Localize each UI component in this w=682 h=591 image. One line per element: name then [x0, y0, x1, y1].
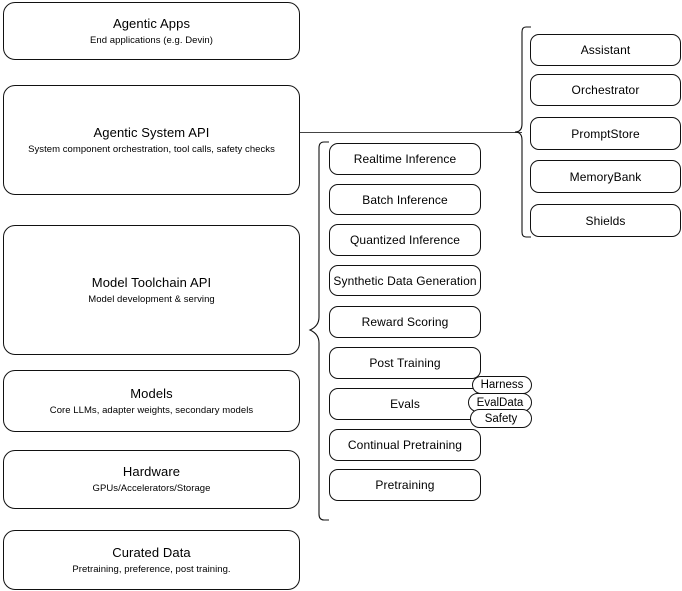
layer-title: Model Toolchain API — [91, 274, 212, 290]
brace-toolchain-capabilities — [308, 141, 329, 521]
layer-box-hardware[interactable]: Hardware GPUs/Accelerators/Storage — [3, 450, 300, 509]
capability-box-pretraining[interactable]: Pretraining — [329, 469, 481, 501]
capability-box-post-training[interactable]: Post Training — [329, 347, 481, 379]
layer-subtitle: Pretraining, preference, post training. — [72, 563, 231, 575]
component-label: Shields — [585, 213, 626, 228]
connector-agentic-system-to-components — [300, 132, 522, 133]
brace-agentic-components — [514, 26, 531, 238]
capability-label: Quantized Inference — [350, 233, 460, 247]
capability-label: Synthetic Data Generation — [333, 273, 477, 288]
component-box-orchestrator[interactable]: Orchestrator — [530, 74, 681, 106]
evals-tag-evaldata[interactable]: EvalData — [468, 393, 532, 412]
layer-subtitle: System component orchestration, tool cal… — [28, 143, 275, 155]
capability-label: Pretraining — [375, 478, 435, 492]
evals-tag-label: Safety — [484, 412, 518, 425]
evals-tag-label: EvalData — [476, 396, 524, 409]
layer-subtitle: GPUs/Accelerators/Storage — [92, 483, 211, 494]
layer-box-agentic-system-api[interactable]: Agentic System API System component orch… — [3, 85, 300, 195]
layer-box-curated-data[interactable]: Curated Data Pretraining, preference, po… — [3, 530, 300, 590]
layer-box-agentic-apps[interactable]: Agentic Apps End applications (e.g. Devi… — [3, 2, 300, 60]
capability-label: Reward Scoring — [361, 315, 449, 329]
layer-title: Agentic System API — [93, 124, 210, 140]
evals-tag-safety[interactable]: Safety — [470, 409, 532, 428]
layer-title: Hardware — [122, 464, 181, 479]
capability-box-quantized-inference[interactable]: Quantized Inference — [329, 224, 481, 256]
layer-subtitle: Core LLMs, adapter weights, secondary mo… — [49, 404, 254, 416]
component-label: PromptStore — [571, 126, 640, 141]
capability-box-batch-inference[interactable]: Batch Inference — [329, 184, 481, 215]
component-label: Orchestrator — [571, 83, 640, 97]
capability-box-continual-pretraining[interactable]: Continual Pretraining — [329, 429, 481, 461]
layer-subtitle: Model development & serving — [88, 293, 215, 305]
layer-box-models[interactable]: Models Core LLMs, adapter weights, secon… — [3, 370, 300, 432]
capability-label: Evals — [390, 397, 420, 411]
evals-tag-harness[interactable]: Harness — [472, 376, 532, 394]
component-box-shields[interactable]: Shields — [530, 204, 681, 237]
component-box-assistant[interactable]: Assistant — [530, 34, 681, 66]
capability-box-realtime-inference[interactable]: Realtime Inference — [329, 143, 481, 175]
component-box-memorybank[interactable]: MemoryBank — [530, 160, 681, 193]
component-box-promptstore[interactable]: PromptStore — [530, 117, 681, 150]
capability-label: Realtime Inference — [353, 152, 457, 166]
layer-subtitle: End applications (e.g. Devin) — [90, 34, 213, 46]
capability-label: Batch Inference — [362, 192, 448, 207]
capability-box-synthetic-data-generation[interactable]: Synthetic Data Generation — [329, 265, 481, 296]
capability-box-reward-scoring[interactable]: Reward Scoring — [329, 306, 481, 338]
layer-title: Models — [130, 385, 173, 401]
capability-label: Post Training — [369, 356, 441, 370]
capability-box-evals[interactable]: Evals — [329, 388, 481, 420]
evals-tag-label: Harness — [480, 379, 524, 391]
layer-title: Agentic Apps — [112, 15, 191, 31]
layer-title: Curated Data — [112, 544, 191, 560]
component-label: MemoryBank — [569, 169, 642, 184]
capability-label: Continual Pretraining — [347, 438, 463, 452]
component-label: Assistant — [580, 43, 631, 57]
layer-box-model-toolchain-api[interactable]: Model Toolchain API Model development & … — [3, 225, 300, 355]
